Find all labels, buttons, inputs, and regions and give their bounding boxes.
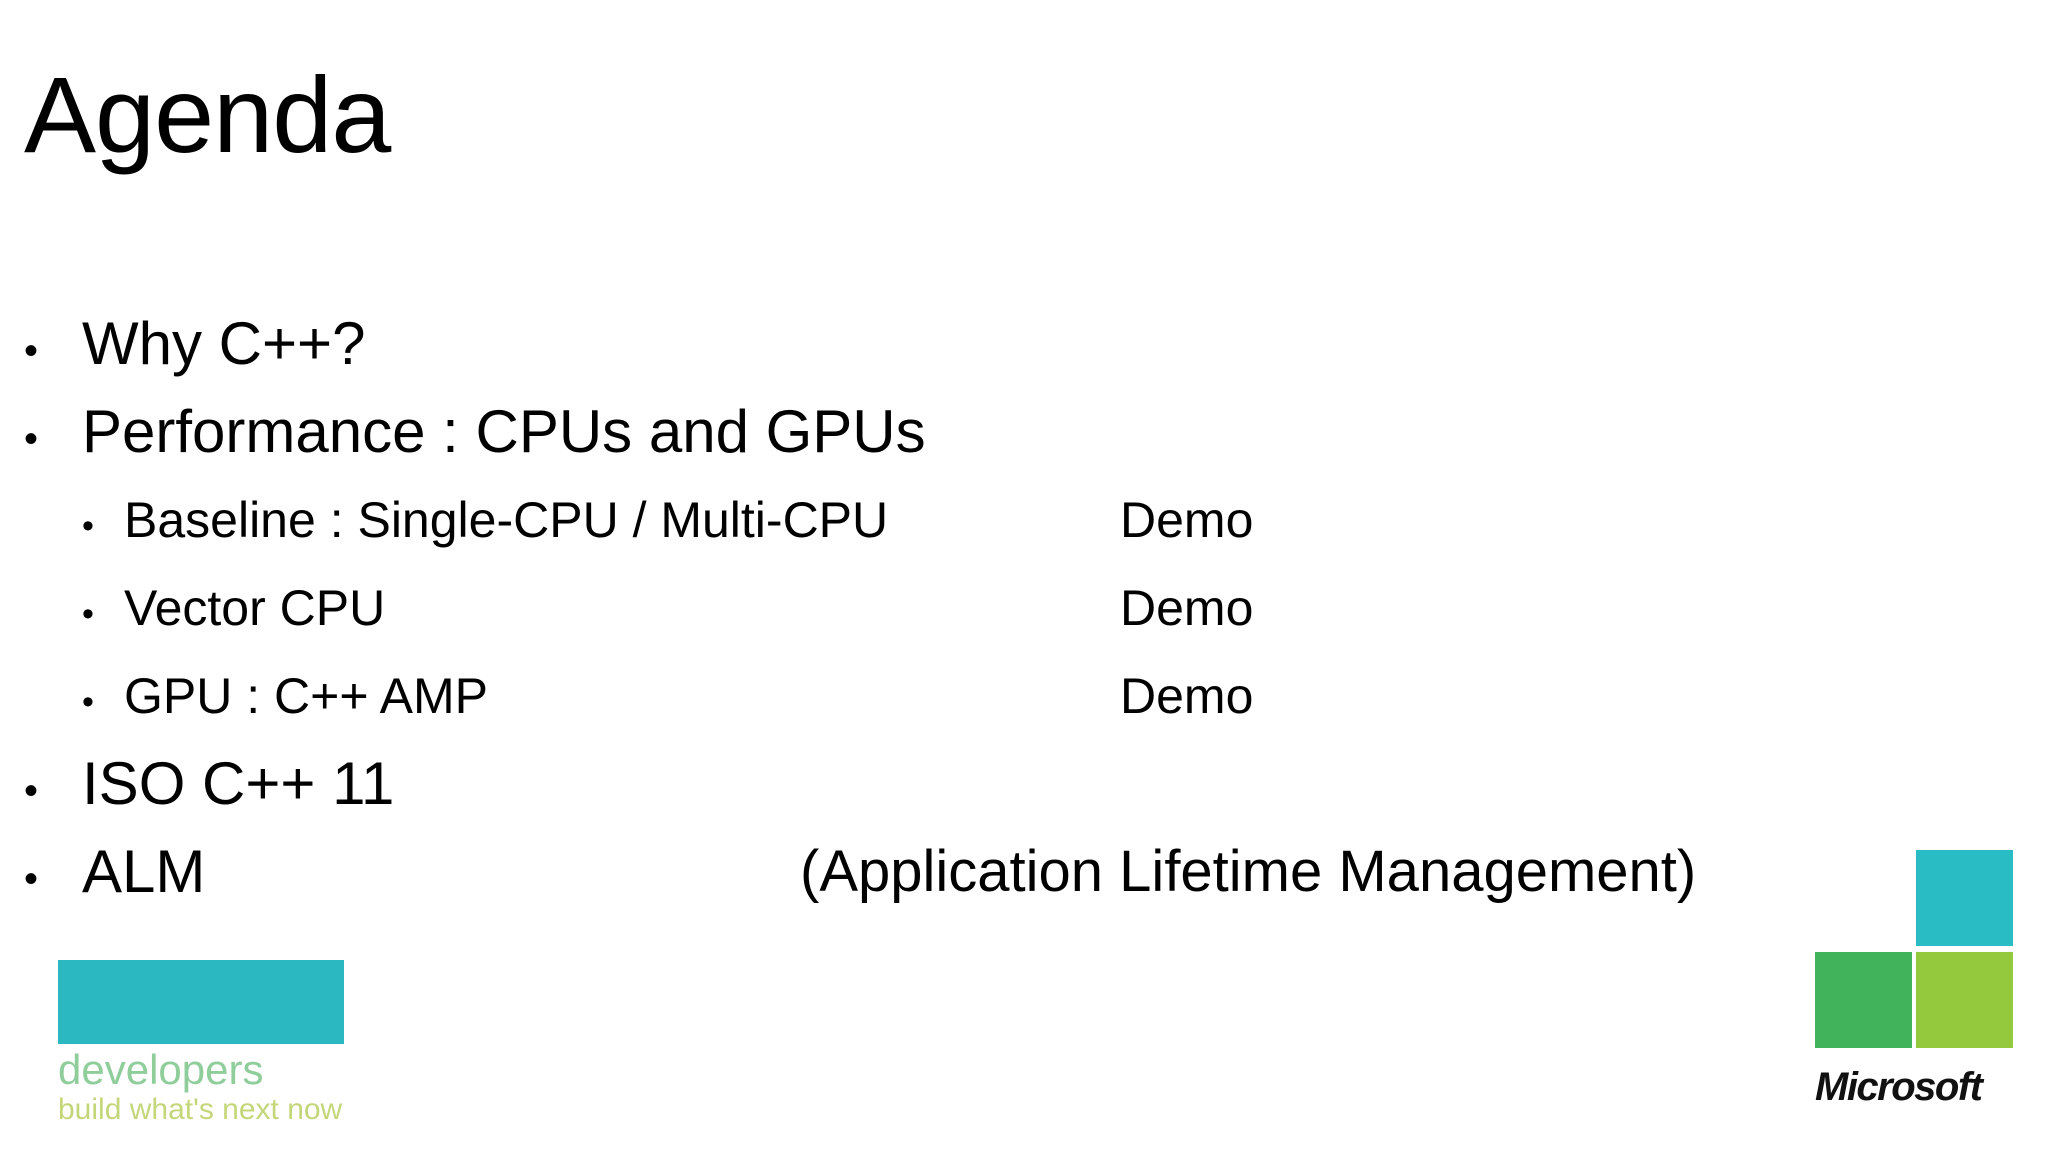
agenda-item-demo-label: Demo [1120,580,1254,636]
bullet-icon: • [24,417,39,461]
microsoft-logo: Microsoft [1815,850,2015,1109]
microsoft-logo-square-lime [1916,952,2013,1048]
developers-logo-tagline: build what's next now [58,1093,343,1126]
developers-logo-block [58,960,344,1044]
agenda-item-label: GPU : C++ AMP [124,668,489,724]
microsoft-logo-square-teal [1916,850,2013,946]
agenda-item-label: ALM [82,838,206,905]
agenda-item-label: Baseline : Single-CPU / Multi-CPU [124,492,889,548]
agenda-item-demo-label: Demo [1120,492,1254,548]
slide-title: Agenda [24,54,391,175]
agenda-item: • ISO C++ 11 [0,740,2048,828]
bullet-icon: • [24,769,39,813]
agenda-item: • Why C++? [0,300,2048,388]
agenda-item: • Vector CPU Demo [0,564,2048,652]
bullet-icon: • [24,857,39,901]
agenda-list: • Why C++? • Performance : CPUs and GPUs • Ba… [0,300,2048,916]
microsoft-wordmark: Microsoft [1815,1065,1983,1109]
agenda-item-label: ISO C++ 11 [82,750,395,817]
bullet-icon: • [24,329,39,373]
agenda-item-note: (Application Lifetime Management) [800,839,1697,904]
agenda-item-demo-label: Demo [1120,668,1254,724]
developers-logo: developers build what's next now [58,960,344,1128]
microsoft-logo-square-green [1815,952,1912,1048]
agenda-item-label: Performance : CPUs and GPUs [82,398,926,465]
developers-logo-word: developers [58,1046,264,1093]
agenda-item: • Performance : CPUs and GPUs [0,388,2048,476]
agenda-item-label: Vector CPU [124,580,386,636]
agenda-item: • GPU : C++ AMP Demo [0,652,2048,740]
agenda-item-label: Why C++? [82,310,366,377]
agenda-item: • ALM (Application Lifetime Management) [0,828,2048,916]
agenda-item: • Baseline : Single-CPU / Multi-CPU Demo [0,476,2048,564]
bullet-icon: • [82,507,94,545]
bullet-icon: • [82,683,94,721]
bullet-icon: • [82,595,94,633]
